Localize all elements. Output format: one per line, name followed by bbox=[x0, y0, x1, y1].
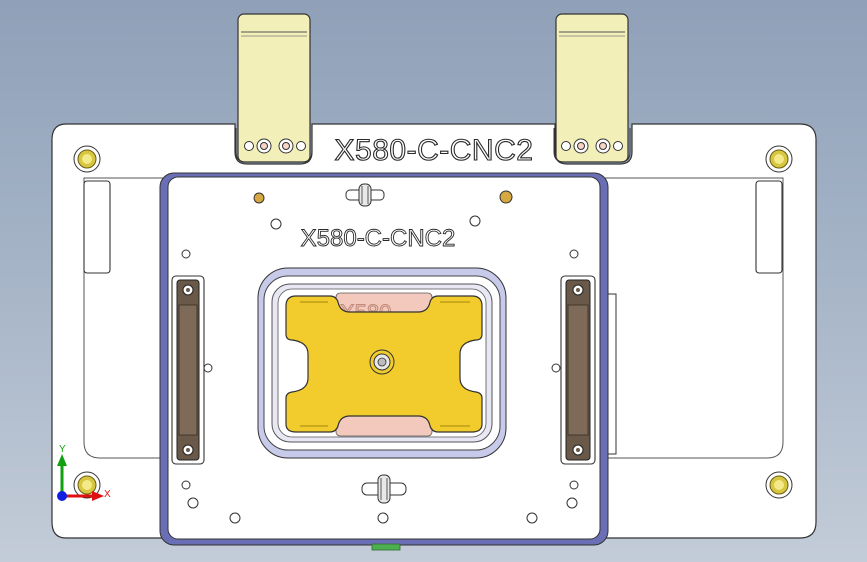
clamp-tab-right-screws bbox=[561, 138, 623, 154]
center-screw[interactable] bbox=[369, 349, 395, 375]
inner-plate-engraving: X580-C-CNC2 bbox=[301, 225, 456, 252]
z-axis-dot bbox=[57, 491, 67, 501]
right-slot bbox=[755, 180, 783, 274]
locating-pin-bottom-right bbox=[765, 471, 793, 499]
clamp-tab-right[interactable] bbox=[553, 13, 631, 163]
dowel-left bbox=[253, 192, 265, 204]
top-lever-pin[interactable] bbox=[345, 183, 385, 207]
inner-plate-holes bbox=[181, 215, 579, 524]
dowel-right bbox=[499, 190, 513, 204]
side-clamp-left[interactable] bbox=[171, 275, 205, 465]
locating-pin-top-left bbox=[73, 145, 101, 173]
x-axis-label: X bbox=[104, 489, 111, 500]
bottom-lever-pin[interactable] bbox=[361, 474, 407, 504]
side-clamp-right[interactable] bbox=[560, 275, 596, 465]
locating-pin-bottom-left bbox=[73, 471, 101, 499]
clamp-tab-left-screws bbox=[244, 138, 306, 154]
bottom-green-marker bbox=[371, 543, 401, 551]
y-axis-label: Y bbox=[59, 444, 66, 455]
clamp-tab-left[interactable] bbox=[235, 13, 313, 163]
left-slot bbox=[83, 180, 111, 274]
locating-pin-top-right bbox=[765, 145, 793, 173]
outer-plate-engraving: X580-C-CNC2 bbox=[335, 134, 534, 167]
coordinate-triad: Y X bbox=[57, 444, 111, 501]
